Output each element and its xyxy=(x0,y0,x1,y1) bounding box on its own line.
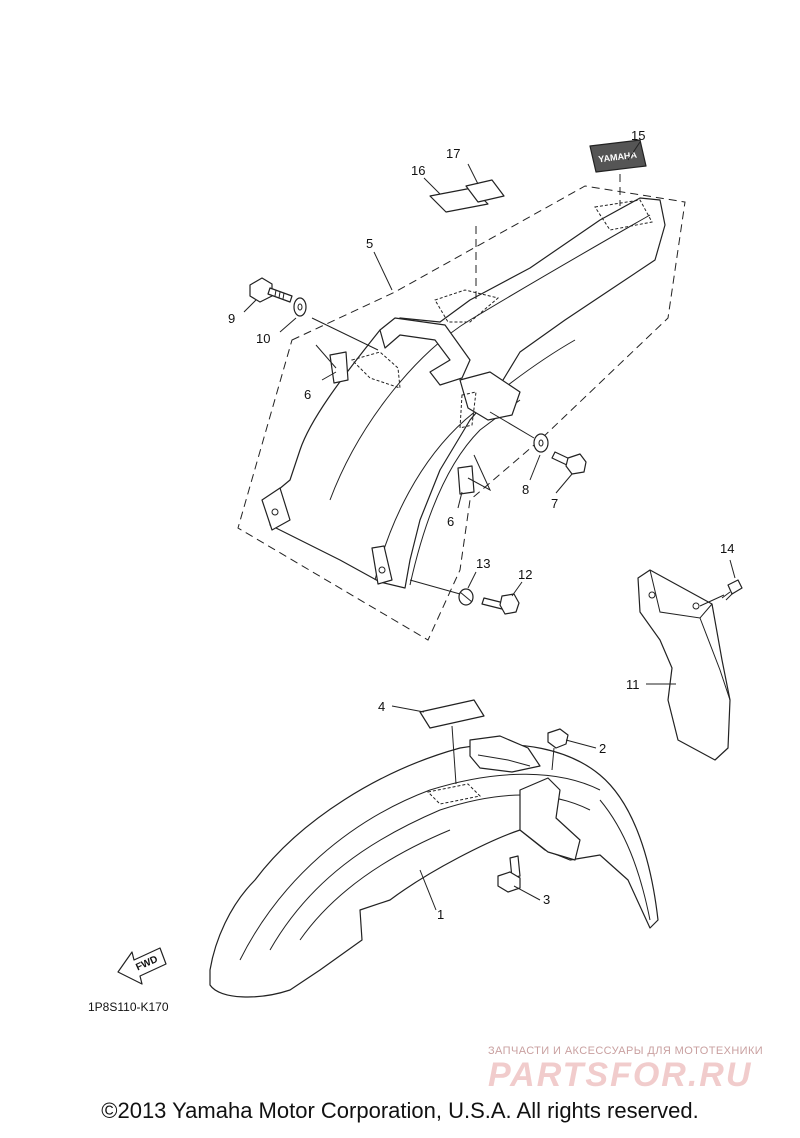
callout-14: 14 xyxy=(720,541,734,556)
mount-plate-edge xyxy=(477,754,531,767)
mud-flap-fold xyxy=(649,569,713,619)
front-fender-bracket xyxy=(519,777,581,861)
hole xyxy=(378,566,386,574)
decal-area-4 xyxy=(426,783,482,805)
bolt-3 xyxy=(497,855,521,893)
leader-2 xyxy=(565,739,597,749)
callout-4: 4 xyxy=(378,699,385,714)
callout-9: 9 xyxy=(228,311,235,326)
decal-4 xyxy=(419,699,485,729)
leader-6a-top xyxy=(315,344,337,369)
callout-7: 7 xyxy=(551,496,558,511)
washer-8 xyxy=(533,433,549,453)
decal-17 xyxy=(465,179,505,203)
decal-15 xyxy=(589,139,647,173)
diagram-code: 1P8S110-K170 xyxy=(88,1000,169,1014)
callout-8: 8 xyxy=(522,482,529,497)
front-fender-inner-edge xyxy=(239,773,601,961)
rear-fender-group: YAMAHA xyxy=(237,139,686,641)
leader-6b xyxy=(457,491,463,509)
leader-7 xyxy=(555,473,573,494)
dotted-mount-line xyxy=(459,391,477,429)
mud-flap-group xyxy=(637,559,743,761)
front-fender-mount-plate xyxy=(469,735,541,773)
leader-9 xyxy=(243,299,257,313)
bolt-12 xyxy=(481,593,520,615)
leader-6b-arrow xyxy=(467,454,492,492)
callout-12: 12 xyxy=(518,567,532,582)
bolt-7 xyxy=(551,451,587,475)
hole xyxy=(692,602,700,610)
mud-flap-edge xyxy=(699,617,731,701)
leader-17 xyxy=(467,163,479,185)
leader-15 xyxy=(627,141,641,161)
front-fender-1 xyxy=(209,743,659,998)
callout-1: 1 xyxy=(437,907,444,922)
front-fender-group xyxy=(209,699,659,998)
decal-area-16-17 xyxy=(434,289,500,323)
callout-6b: 6 xyxy=(447,514,454,529)
washer-10-hole xyxy=(297,303,303,311)
rear-fender-inner-edge xyxy=(329,214,651,501)
mount-line-8 xyxy=(489,411,535,439)
leader-6a xyxy=(321,371,337,381)
leader-14 xyxy=(729,559,736,579)
watermark-tagline: ЗАПЧАСТИ И АКСЕССУАРЫ ДЛЯ МОТОТЕХНИКИ xyxy=(488,1045,764,1057)
leader-13 xyxy=(467,571,477,589)
callout-13: 13 xyxy=(476,556,490,571)
clip-nut-6b xyxy=(457,465,475,495)
callout-2: 2 xyxy=(599,741,606,756)
screw-14 xyxy=(721,579,743,601)
leader-8 xyxy=(529,454,541,481)
callout-11: 11 xyxy=(626,677,640,692)
front-fender-rib-2 xyxy=(299,829,451,941)
leader-1 xyxy=(419,869,437,911)
hole xyxy=(271,508,279,516)
leader-5 xyxy=(373,251,393,291)
leader-3 xyxy=(513,885,541,901)
callout-5: 5 xyxy=(366,236,373,251)
callout-6a: 6 xyxy=(304,387,311,402)
callout-3: 3 xyxy=(543,892,550,907)
mount-line-14 xyxy=(699,594,725,607)
clip-nut-6a xyxy=(329,351,349,384)
watermark-brand: PARTSFOR.RU xyxy=(488,1056,753,1094)
callout-10: 10 xyxy=(256,331,270,346)
callout-15: 15 xyxy=(631,128,645,143)
decal-area-15 xyxy=(594,199,653,231)
leader-12 xyxy=(511,581,523,597)
hole xyxy=(648,591,656,599)
rear-fender-ridge xyxy=(409,399,521,586)
mount-line-13 xyxy=(409,579,461,595)
forward-direction-arrow: FWD xyxy=(117,947,167,985)
decal-15-text: YAMAHA xyxy=(598,150,638,165)
leader-4 xyxy=(391,705,425,713)
rear-fender-mount-block xyxy=(459,371,521,421)
washer-8-hole xyxy=(538,439,544,447)
decal-4-guide xyxy=(451,725,457,785)
bolt-9 xyxy=(249,277,293,303)
leader-16 xyxy=(423,177,441,195)
front-fender-side xyxy=(599,799,651,921)
callout-16: 16 xyxy=(411,163,425,178)
collar-13 xyxy=(458,588,474,606)
rear-fender-inner-edge-2 xyxy=(374,339,576,581)
rear-fender-top-flap xyxy=(379,317,471,386)
rear-fender-lower-tab xyxy=(371,545,393,585)
bolt-2 xyxy=(547,728,569,771)
callout-17: 17 xyxy=(446,146,460,161)
mount-line-9 xyxy=(311,317,379,351)
copyright-notice: ©2013 Yamaha Motor Corporation, U.S.A. A… xyxy=(101,1098,699,1123)
leader-10 xyxy=(279,317,297,333)
washer-10 xyxy=(293,297,307,317)
